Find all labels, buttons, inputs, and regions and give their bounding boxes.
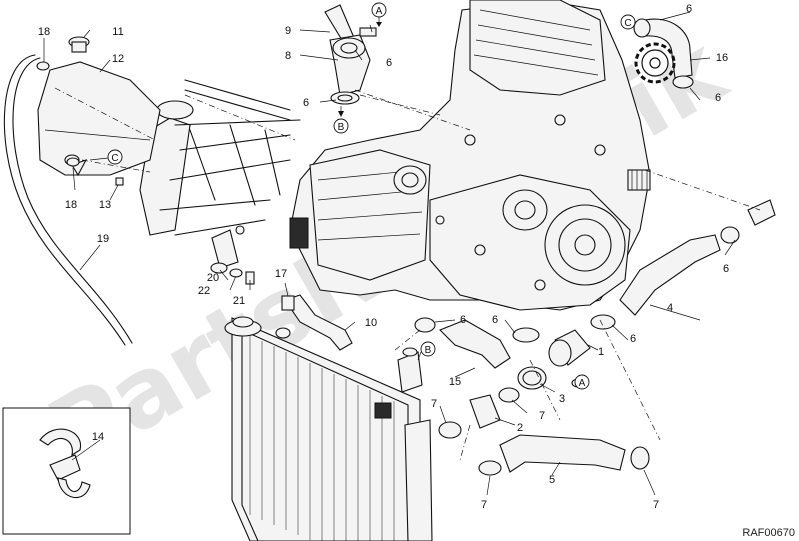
callout-7-bottom: 7	[481, 499, 487, 511]
callout-6-hose4: 6	[723, 263, 729, 275]
svg-text:A: A	[376, 6, 383, 17]
leader-lines	[43, 11, 736, 496]
callout-7-right: 7	[653, 499, 659, 511]
ref-marker-a-thermostat: A	[574, 374, 590, 390]
callout-11: 11	[112, 26, 123, 38]
engine-assembly	[289, 0, 651, 311]
svg-text:C: C	[624, 18, 631, 29]
gear-icon-label: C	[624, 18, 631, 29]
overflow-hose	[3, 54, 126, 346]
assembly-lines	[54, 87, 761, 461]
expansion-tank	[36, 36, 161, 186]
ref-marker-c-top: C	[620, 14, 636, 30]
callout-labels: 18 11 12 18 13 19 9 8 6 6 6 16 6 6 4 6 2…	[38, 3, 729, 511]
ref-marker-a-top: A	[371, 2, 387, 27]
callout-12: 12	[112, 53, 124, 65]
sensor-block	[289, 217, 309, 249]
callout-6-top-right: 6	[686, 3, 692, 15]
callout-17: 17	[275, 268, 287, 280]
callout-9: 9	[285, 25, 291, 37]
callout-3: 3	[559, 393, 565, 405]
svg-text:B: B	[425, 345, 432, 356]
callout-16: 16	[716, 52, 728, 64]
callout-20: 20	[207, 272, 219, 284]
callout-7-left: 7	[431, 398, 437, 410]
callout-7-center: 7	[539, 410, 545, 422]
callout-6-filler: 6	[386, 57, 392, 69]
hose-16	[633, 18, 694, 89]
ref-marker-c-tank: C	[89, 149, 123, 165]
callout-19: 19	[97, 233, 109, 245]
inset-box	[2, 407, 131, 535]
callout-6-center: 6	[492, 314, 498, 326]
callout-21: 21	[233, 295, 245, 307]
frame-section	[139, 79, 301, 236]
callout-6-clamp-upper: 6	[303, 97, 309, 109]
drawing-code: RAF00670	[742, 527, 795, 539]
svg-text:C: C	[111, 153, 118, 164]
ref-marker-b-fitting: B	[417, 341, 436, 361]
radiator	[224, 316, 433, 541]
svg-text:C: C	[624, 18, 631, 29]
callout-14: 14	[92, 431, 104, 443]
callout-18-upper: 18	[38, 26, 50, 38]
filler-neck	[324, 4, 377, 105]
reference-markers: A B C C B A C	[89, 2, 636, 390]
callout-2: 2	[517, 422, 523, 434]
callout-1: 1	[598, 346, 604, 358]
callout-8: 8	[285, 50, 291, 62]
callout-13: 13	[99, 199, 111, 211]
svg-text:B: B	[338, 122, 345, 133]
callout-10: 10	[365, 317, 377, 329]
callout-22: 22	[198, 285, 210, 297]
callout-4: 4	[667, 302, 673, 314]
gear-icon	[634, 42, 676, 84]
callout-18-lower: 18	[65, 199, 77, 211]
callout-6-hose4-lower: 6	[630, 333, 636, 345]
callout-6-lower-right: 6	[715, 92, 721, 104]
callout-6-hose15: 6	[460, 314, 466, 326]
svg-text:A: A	[579, 378, 586, 389]
callout-15: 15	[449, 376, 461, 388]
ref-marker-b-top: B	[333, 106, 349, 134]
callout-5: 5	[549, 474, 555, 486]
